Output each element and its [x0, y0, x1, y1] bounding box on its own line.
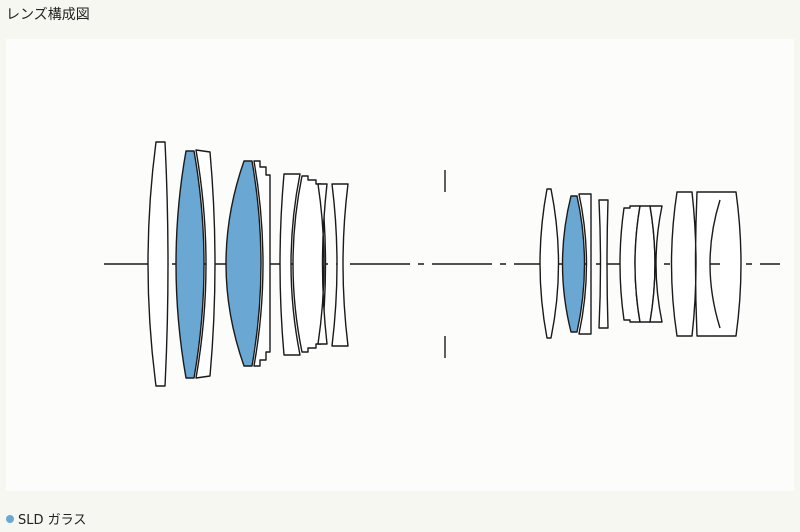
front-group-element-4: [225, 160, 262, 367]
legend-label: SLD ガラス: [18, 513, 87, 528]
front-group-element-6: [279, 173, 301, 356]
circle-dot-icon: [6, 514, 14, 523]
rear-group-element-8: [670, 191, 742, 337]
front-group-element-8: [317, 183, 328, 345]
rear-group-element-1: [539, 188, 560, 339]
front-group-element-5: [253, 160, 271, 367]
rear-group-element-2: [561, 195, 586, 333]
lens-diagram: [6, 39, 794, 491]
front-group-element-9: [331, 183, 349, 347]
legend: SLD ガラス: [6, 509, 86, 528]
page-title: レンズ構成図: [6, 7, 90, 23]
front-group-element-3: [195, 149, 216, 379]
front-group-element-1: [147, 141, 169, 387]
rear-group-element-7: [649, 205, 663, 323]
front-group-element-2: [175, 150, 205, 379]
rear-group-element-4: [598, 199, 609, 329]
rear-group-element-3: [578, 193, 592, 335]
